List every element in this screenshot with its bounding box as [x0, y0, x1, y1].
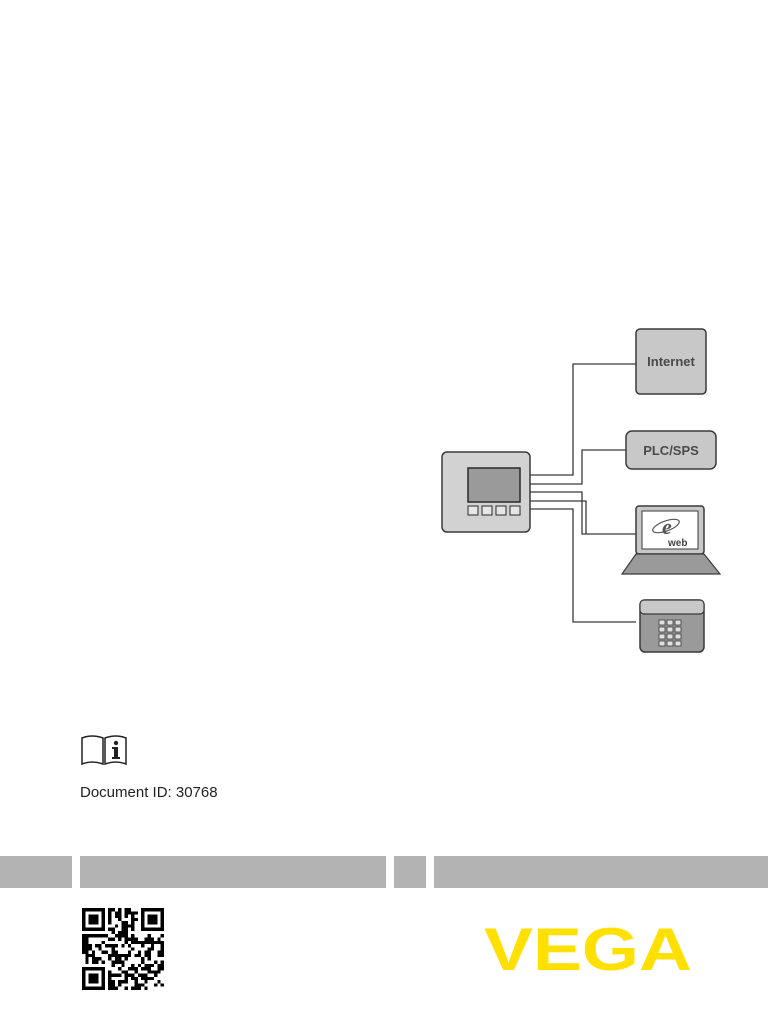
connection-lines: [530, 363, 636, 623]
footer-stripe-segment: [80, 856, 386, 888]
internet-label: Internet: [647, 354, 695, 369]
document-id: Document ID: 30768: [80, 784, 218, 801]
manual-info-icon: [81, 735, 127, 766]
plc-box: PLC/SPS: [625, 430, 717, 470]
vega-logo: VEGA: [484, 922, 692, 974]
qr-code[interactable]: [80, 908, 166, 990]
web-label: web: [667, 538, 687, 549]
footer-stripe-segment: [0, 856, 72, 888]
laptop-icon: e web: [620, 505, 722, 575]
footer-stripe-segment: [434, 856, 768, 888]
telephone-icon: [639, 599, 705, 653]
vega-logo-text: VEGA: [484, 922, 692, 974]
connection-diagram: Internet PLC/SPS e web: [441, 328, 722, 653]
plc-label: PLC/SPS: [643, 443, 699, 458]
web-logo-e: e: [662, 514, 672, 539]
controller-device: [441, 451, 531, 533]
footer-stripe-segment: [394, 856, 426, 888]
internet-box: Internet: [635, 328, 707, 395]
